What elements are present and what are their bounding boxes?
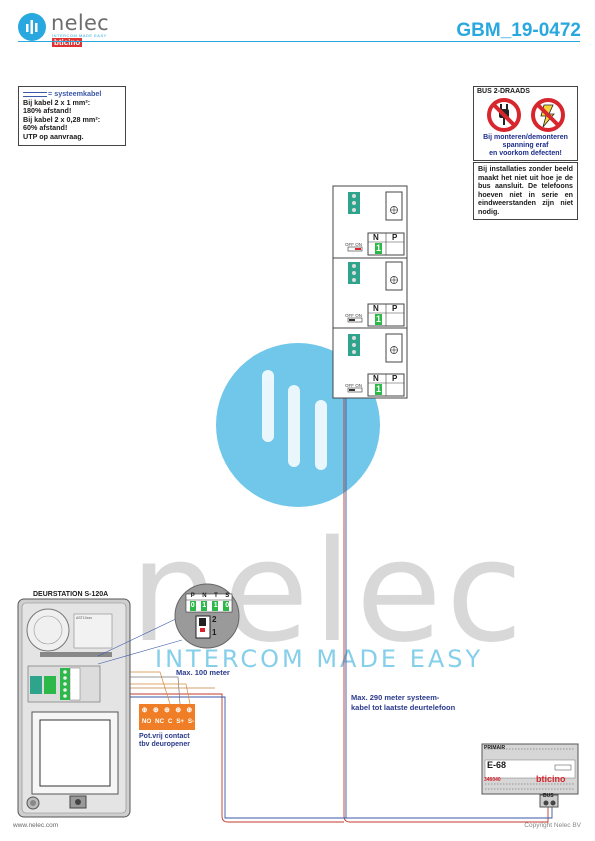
- power-supply-drawing: [481, 743, 579, 808]
- footer-website[interactable]: www.nelec.com: [13, 822, 59, 829]
- zoom-switch-2: 2: [212, 615, 217, 624]
- phone-n-label: N: [373, 374, 379, 383]
- contact-label: Pot.vrij contact tbv deuropener: [139, 733, 190, 749]
- nelec-logo: nelec INTERCOM MADE EASY bticino: [18, 11, 148, 47]
- phone-n-value: 1: [376, 314, 382, 324]
- potential-free-contact: ⊕ ⊕ ⊕ ⊕ ⊕ NO NC C S+ S-: [139, 704, 195, 730]
- brand-name: nelec: [51, 11, 110, 35]
- bus-info-text: Bij installaties zonder beeld maakt het …: [473, 162, 578, 220]
- distance-290-line2: kabel tot laatste deurtelefoon: [351, 703, 456, 712]
- cable-note-line: 60% afstand!: [23, 123, 68, 133]
- zoom-header: P N T S: [190, 593, 230, 599]
- phone-switch-label: OFF ON: [345, 313, 362, 318]
- document-id: GBM_19-0472: [456, 20, 581, 41]
- cable-note-line: 180% afstand!: [23, 106, 72, 116]
- phone-n-value: 1: [376, 243, 382, 253]
- screw-icon: ⊕: [175, 707, 182, 714]
- no-electricity-icon: [531, 98, 565, 132]
- phone-module: [332, 327, 408, 399]
- screw-icon: ⊕: [186, 707, 193, 714]
- footer-copyright: Copyright Nelec BV: [524, 822, 581, 829]
- power-supply-bus-terminal: BUS: [543, 793, 554, 799]
- phone-switch-label: OFF ON: [345, 242, 362, 247]
- contact-screws: ⊕ ⊕ ⊕ ⊕ ⊕: [139, 706, 195, 714]
- distance-290-line1: Max. 290 meter systeem-: [351, 693, 440, 702]
- phone-module: [332, 257, 408, 329]
- cable-legend: = systeemkabel: [48, 89, 102, 98]
- phone-module: [332, 185, 408, 259]
- screw-icon: ⊕: [164, 707, 170, 714]
- cable-note-line: UTP op aanvraag.: [23, 131, 84, 141]
- header-rule: [18, 41, 580, 42]
- distance-100-label: Max. 100 meter: [176, 668, 230, 677]
- phone-p-label: P: [392, 374, 398, 383]
- screw-icon: ⊕: [141, 707, 148, 714]
- brand-tagline: INTERCOM MADE EASY: [52, 33, 107, 38]
- zoom-switch-1: 1: [212, 628, 217, 637]
- power-supply-article: 346040: [484, 777, 501, 783]
- cable-note-line: Bij kabel 2 x 0,28 mm²:: [23, 114, 101, 124]
- zoom-values: 0 1 1 0: [190, 602, 230, 609]
- no-plug-icon: [487, 98, 521, 132]
- phone-n-label: N: [373, 233, 379, 242]
- screw-icon: ⊕: [152, 707, 159, 714]
- sub-brand: bticino: [52, 38, 83, 47]
- zoom-detail: [174, 583, 240, 649]
- contact-terminals: NO NC C S+ S-: [141, 718, 195, 725]
- door-station-drawing: [17, 598, 183, 818]
- power-supply-model: E-68: [487, 760, 507, 770]
- watermark-tagline: INTERCOM MADE EASY: [155, 645, 484, 673]
- door-station-model: AST10xxx: [76, 616, 92, 620]
- phone-p-label: P: [392, 233, 398, 242]
- nelec-logo-icon: [18, 13, 46, 41]
- cable-legend-line: [23, 91, 47, 97]
- power-supply-top-label: PRIMAIR: [484, 745, 506, 751]
- bus-warning-text: Bij monteren/demonteren spanning eraf en…: [483, 134, 568, 157]
- phone-n-value: 1: [376, 384, 382, 394]
- door-station-title: DEURSTATION S-120A: [33, 591, 109, 598]
- cable-note-line: Bij kabel 2 x 1 mm²:: [23, 97, 91, 107]
- bus-warning-box: BUS 2-DRAADS Bij monteren/demonteren spa…: [473, 86, 578, 161]
- no-voltage-icons: [487, 98, 565, 132]
- power-supply-brand: bticino: [536, 774, 566, 784]
- phone-switch-label: OFF ON: [345, 383, 362, 388]
- phone-n-label: N: [373, 304, 379, 313]
- phone-p-label: P: [392, 304, 398, 313]
- cable-note: = systeemkabel Bij kabel 2 x 1 mm²: 180%…: [18, 86, 126, 146]
- bus-title: BUS 2-DRAADS: [477, 88, 530, 95]
